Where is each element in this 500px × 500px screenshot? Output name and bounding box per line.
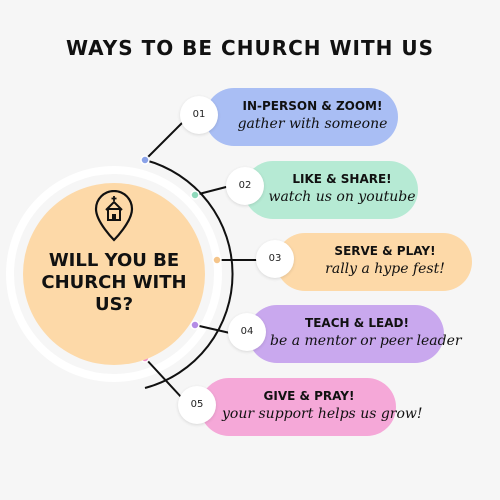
center-outer-ring (6, 166, 222, 382)
step-subtitle: rally a hype fest! (325, 261, 445, 277)
step-pill-05: GIVE & PRAY! your support helps us grow! (200, 378, 423, 436)
connector-arc (144, 159, 234, 389)
connector-dot-03 (212, 255, 222, 265)
connector-line-01 (144, 119, 186, 161)
step-number-01: 01 (180, 96, 218, 134)
step-title: GIVE & PRAY! (263, 389, 355, 403)
church-location-pin-icon (94, 190, 134, 242)
step-number-02: 02 (226, 167, 264, 205)
step-pill-04: TEACH & LEAD! be a mentor or peer leader (248, 305, 462, 363)
step-number-05: 05 (178, 386, 216, 424)
connector-line-04 (194, 324, 231, 334)
step-subtitle: watch us on youtube (268, 189, 416, 205)
step-pill-03: SERVE & PLAY! rally a hype fest! (276, 233, 472, 291)
step-title: LIKE & SHARE! (292, 172, 392, 186)
center-question: WILL YOU BE CHURCH WITH US? (41, 250, 187, 315)
step-title: IN-PERSON & ZOOM! (242, 99, 383, 113)
step-subtitle: your support helps us grow! (222, 406, 423, 422)
step-title: TEACH & LEAD! (305, 316, 409, 330)
connector-line-02 (194, 185, 231, 196)
step-number-03: 03 (256, 240, 294, 278)
step-pill-02: LIKE & SHARE! watch us on youtube (244, 161, 418, 219)
connector-line-05 (144, 357, 183, 399)
step-pill-01: IN-PERSON & ZOOM! gather with someone (205, 88, 398, 146)
step-subtitle: gather with someone (237, 116, 388, 132)
step-title: SERVE & PLAY! (334, 244, 436, 258)
connector-dot-01 (140, 155, 150, 165)
step-subtitle: be a mentor or peer leader (270, 333, 462, 349)
connector-dot-04 (190, 320, 200, 330)
connector-dot-02 (190, 190, 200, 200)
center-circle (23, 183, 205, 365)
page-title: WAYS TO BE CHURCH WITH US (66, 36, 434, 60)
step-number-04: 04 (228, 313, 266, 351)
